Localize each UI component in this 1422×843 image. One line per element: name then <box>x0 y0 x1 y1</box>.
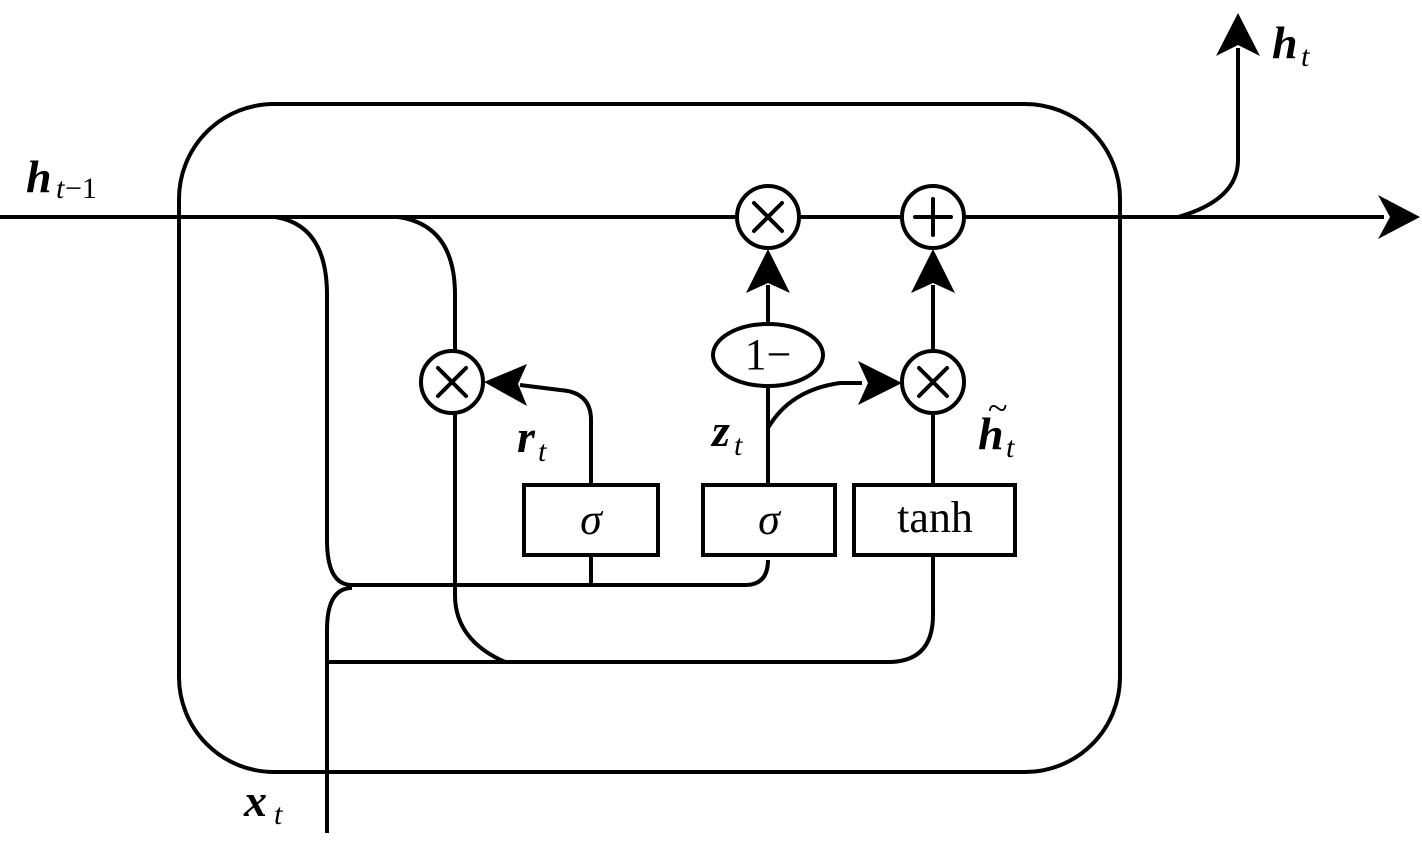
multiply-reset-operator <box>419 349 485 415</box>
svg-text:t: t <box>56 172 65 205</box>
one-minus-to-mult-arrowhead <box>746 249 790 293</box>
svg-text:h: h <box>26 151 52 202</box>
svg-text:z: z <box>710 405 730 456</box>
multiply-top-operator <box>735 184 801 250</box>
reset-signal-arrowhead <box>484 364 527 406</box>
update-gate-label: σ <box>758 495 782 544</box>
svg-text:−1: −1 <box>65 172 97 205</box>
hprev-to-reset-mult-wire <box>397 215 457 407</box>
xt-input-wire <box>325 586 353 833</box>
multiply-candidate-operator <box>900 349 966 415</box>
svg-text:x: x <box>243 775 267 826</box>
output-up-arrowhead <box>1216 13 1260 56</box>
hprev-to-gates-wire <box>274 215 770 587</box>
reset-gate-box <box>522 483 660 557</box>
reset-mult-to-candidate-wire <box>453 407 935 664</box>
svg-text:h: h <box>978 408 1004 459</box>
svg-text:t: t <box>1301 40 1310 73</box>
label-h-out: h t <box>1272 17 1310 73</box>
label-update: z t <box>710 405 743 462</box>
update-gate-box <box>701 483 837 557</box>
svg-text:h: h <box>1272 17 1298 68</box>
svg-text:t: t <box>274 798 283 831</box>
add-top-operator <box>900 184 966 250</box>
candidate-mult-to-add-arrowhead <box>911 249 955 293</box>
output-branch-wire <box>1177 48 1240 219</box>
candidate-gate-label: tanh <box>897 493 973 542</box>
label-x-in: x t <box>243 775 283 831</box>
label-h-prev: h t −1 <box>26 151 97 205</box>
update-to-candidate-mult-wire <box>766 381 862 430</box>
one-minus-node <box>711 322 825 388</box>
output-right-arrowhead <box>1378 195 1420 239</box>
svg-text:t: t <box>538 435 547 468</box>
svg-text:~: ~ <box>988 388 1007 428</box>
update-to-candidate-mult-arrowhead <box>858 361 902 405</box>
svg-text:r: r <box>517 411 536 462</box>
candidate-gate-box <box>852 483 1017 557</box>
reset-signal-wire <box>519 383 593 485</box>
reset-gate-label: σ <box>580 495 604 544</box>
label-candidate: ~ h t <box>978 388 1015 464</box>
svg-text:t: t <box>1006 431 1015 464</box>
cell-boundary <box>177 102 1122 774</box>
label-reset: r t <box>517 411 547 468</box>
one-minus-label: 1− <box>745 330 792 379</box>
svg-text:t: t <box>734 429 743 462</box>
